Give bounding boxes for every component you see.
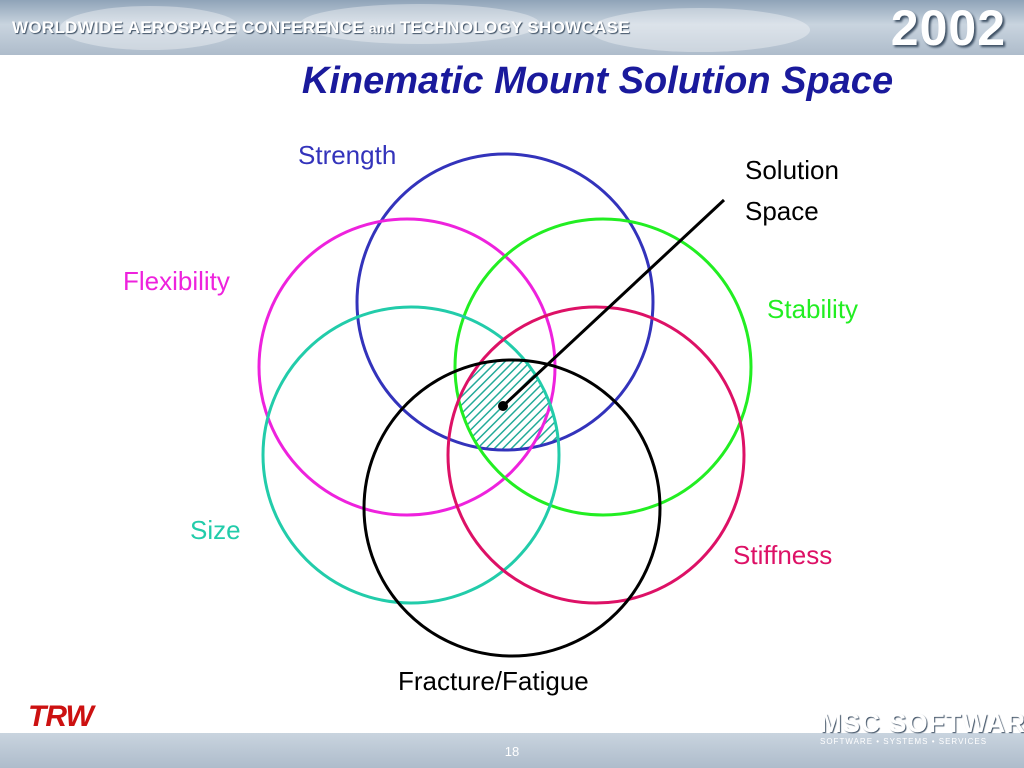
label-strength: Strength [298,140,397,170]
label-solution-line1: Solution [745,155,839,185]
banner-text-main: WORLDWIDE AEROSPACE CONFERENCE [12,18,364,37]
banner-year: 2002 [890,0,1006,55]
conference-banner: WORLDWIDE AEROSPACE CONFERENCE and TECHN… [0,0,1024,55]
banner-text-tail: TECHNOLOGY SHOWCASE [399,18,630,37]
label-fracture-fatigue: Fracture/Fatigue [398,666,589,696]
circle-size [261,305,561,605]
solution-point [498,401,508,411]
circle-strength [355,152,655,452]
circle-stiffness [446,305,746,605]
label-size: Size [190,515,241,545]
label-stiffness: Stiffness [733,540,833,570]
trw-logo: TRW [28,700,94,733]
label-solution-line2: Space [745,196,819,226]
msc-logo-text: MSC SOFTWARE [820,708,1024,738]
page-number: 18 [504,744,520,759]
solution-leader-line [501,198,726,408]
msc-logo-subtext: SOFTWARE • SYSTEMS • SERVICES [820,737,988,746]
label-stability: Stability [767,294,859,324]
banner-text-and: and [368,20,395,36]
msc-software-logo: MSC SOFTWARE SOFTWARE • SYSTEMS • SERVIC… [820,708,1024,746]
label-flexibility: Flexibility [123,266,230,296]
circle-fracture-fatigue [362,358,662,658]
world-map-watermark [60,4,810,52]
banner-title: WORLDWIDE AEROSPACE CONFERENCE and TECHN… [12,18,630,38]
circle-stability [453,217,753,517]
slide-title: Kinematic Mount Solution Space [301,60,894,102]
footer-bar [0,733,1024,768]
